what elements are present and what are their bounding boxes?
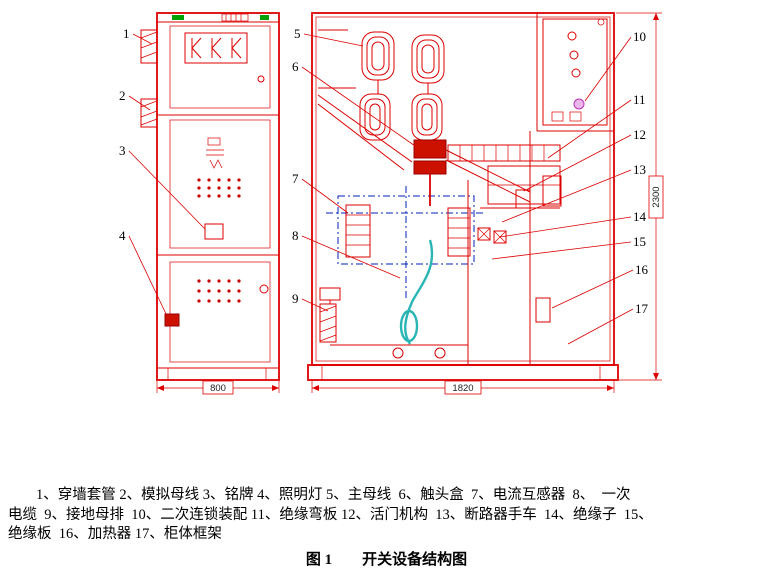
- callout-5: 5: [294, 26, 364, 47]
- callout-4: 4: [119, 228, 168, 317]
- figure-title: 开关设备结构图: [362, 552, 468, 568]
- instrument-symbols: [184, 32, 265, 83]
- shutter-mechanism: [480, 189, 560, 209]
- dimension-height: 2300: [616, 12, 664, 381]
- callout-13: 13: [501, 162, 646, 223]
- low-voltage-compartment: [536, 13, 614, 132]
- current-transformer: [345, 174, 471, 258]
- callout-2-label: 2: [119, 88, 126, 103]
- callout-15-label: 15: [633, 234, 646, 249]
- primary-cable: [399, 239, 434, 345]
- callout-9: 9: [292, 291, 329, 312]
- callout-14-label: 14: [633, 209, 647, 224]
- grounding-busbar: [319, 287, 341, 343]
- bottom-door-details: [164, 279, 269, 380]
- callout-10-label: 10: [633, 29, 646, 44]
- callout-1-label: 1: [123, 26, 130, 41]
- parts-list-line-3: 绝缘板 16、加热器 17、柜体框架: [8, 526, 222, 542]
- insulation-bent-plate: [317, 29, 531, 203]
- callout-1: 1: [123, 26, 153, 45]
- callout-16: 16: [551, 262, 649, 309]
- breaker-handcart: [326, 186, 486, 300]
- front-width-dim-label: 800: [210, 383, 226, 394]
- callout-8-label: 8: [292, 228, 299, 243]
- nameplate: [204, 223, 224, 240]
- frame-and-wheels: [330, 131, 531, 365]
- front-view: [140, 12, 280, 381]
- mimic-busbar: [140, 98, 158, 128]
- callout-6: 6: [292, 59, 419, 149]
- callout-17: 17: [567, 301, 649, 345]
- callout-7: 7: [292, 171, 349, 214]
- parts-list-line-1: 1、穿墙套管 2、模拟母线 3、铭牌 4、照明灯 5、主母线 6、触头盒 7、电…: [36, 487, 631, 503]
- middle-door-details: [197, 137, 241, 240]
- callout-8: 8: [292, 228, 401, 279]
- height-dim-label: 2300: [651, 186, 662, 207]
- side-width-dim-label: 1820: [452, 383, 473, 394]
- figure-number: 图 1: [305, 552, 333, 568]
- figure-caption: 图 1 开关设备结构图: [0, 548, 773, 569]
- callout-16-label: 16: [635, 262, 649, 277]
- callout-2: 2: [119, 88, 151, 111]
- wall-bushing: [140, 29, 158, 64]
- main-busbar: [359, 31, 445, 141]
- callout-5-label: 5: [294, 26, 301, 41]
- parts-list-line-2: 电缆 9、接地母排 10、二次连锁装配 11、绝缘弯板 12、活门机构 13、断…: [8, 506, 653, 523]
- interlock-indicator: [573, 98, 585, 110]
- lighting-lamp: [164, 313, 180, 327]
- callout-11-label: 11: [633, 92, 646, 107]
- callout-13-label: 13: [633, 162, 646, 177]
- cabinet-base: [307, 364, 619, 381]
- callout-12: 12: [523, 127, 646, 192]
- heater: [535, 297, 551, 323]
- callout-17-label: 17: [635, 301, 649, 316]
- switchgear-drawing: 800: [119, 12, 664, 395]
- dimension-side-width: 1820: [311, 380, 615, 395]
- parts-list: 1、穿墙套管 2、模拟母线 3、铭牌 4、照明灯 5、主母线 6、触头盒 7、电…: [8, 486, 766, 545]
- insulators: [477, 227, 507, 244]
- callout-9-label: 9: [292, 291, 299, 306]
- callout-15: 15: [491, 234, 646, 260]
- contact-box: [413, 139, 562, 207]
- callout-6-label: 6: [292, 59, 299, 74]
- dimension-front-width: 800: [156, 380, 280, 395]
- top-label-marks: [172, 13, 269, 22]
- callout-3-label: 3: [119, 143, 126, 158]
- side-view: [307, 12, 619, 381]
- callout-3: 3: [119, 143, 206, 230]
- callout-7-label: 7: [292, 171, 299, 186]
- callout-12-label: 12: [633, 127, 646, 142]
- callout-11: 11: [547, 92, 646, 159]
- callout-14: 14: [499, 209, 647, 238]
- callout-10: 10: [584, 29, 646, 102]
- callout-4-label: 4: [119, 228, 126, 243]
